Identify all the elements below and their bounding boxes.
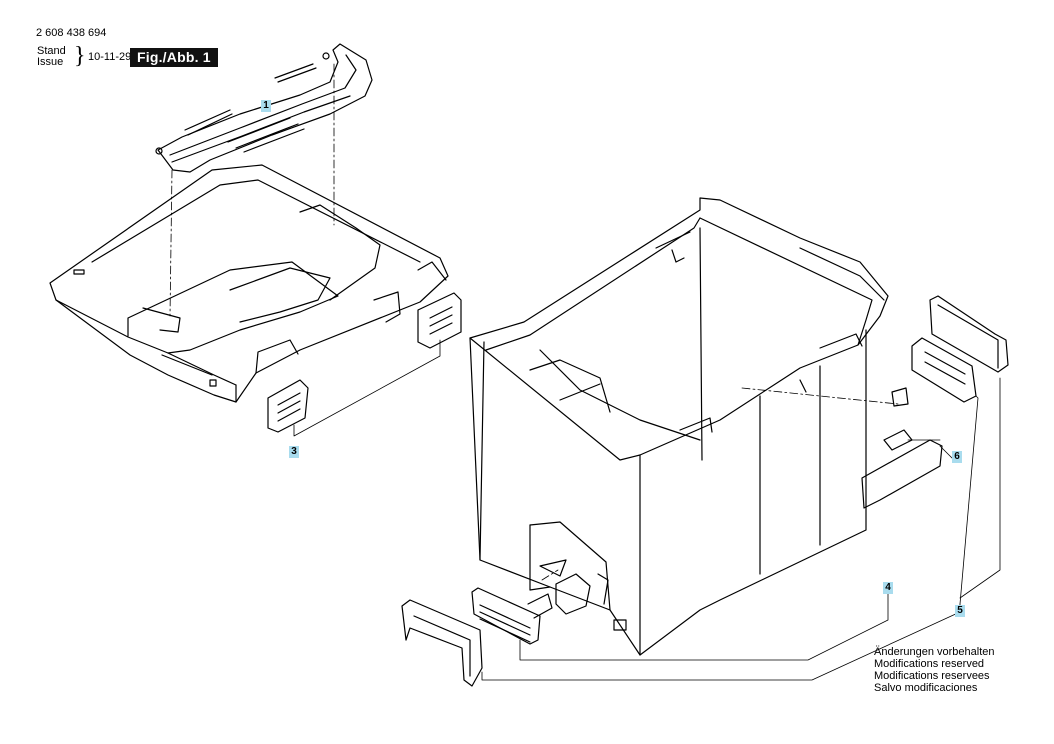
callout-5: 5	[955, 605, 965, 617]
alignment-lines	[169, 63, 899, 581]
part-number: 2 608 438 694	[36, 27, 107, 39]
callout-1: 1	[261, 100, 271, 112]
callout-4: 4	[883, 582, 893, 594]
lid-part	[49, 164, 449, 403]
notice-line-fr: Modifications reservees	[874, 670, 990, 682]
notice-line-de: Änderungen vorbehalten	[874, 646, 995, 658]
stand-label: Stand	[37, 45, 66, 57]
figure-label: Fig./Abb. 1	[130, 48, 218, 67]
latch-assemblies	[401, 295, 1009, 687]
stand-issue-label: Stand Issue	[37, 46, 66, 68]
callout-6: 6	[952, 451, 962, 463]
leader-line-3	[293, 339, 441, 437]
brace-symbol: }	[74, 43, 86, 69]
notice-line-en: Modifications reserved	[874, 658, 985, 670]
lid-latch-parts	[267, 292, 462, 433]
handle-part	[155, 43, 373, 173]
box-part	[469, 197, 889, 656]
modifications-notice: Änderungen vorbehalten Modifications res…	[874, 646, 994, 694]
issue-date: 10-11-29	[88, 51, 132, 63]
callout-3: 3	[289, 446, 299, 458]
issue-label: Issue	[37, 56, 64, 68]
callout-leaders	[481, 377, 1001, 681]
notice-line-es: Salvo modificaciones	[874, 682, 978, 694]
